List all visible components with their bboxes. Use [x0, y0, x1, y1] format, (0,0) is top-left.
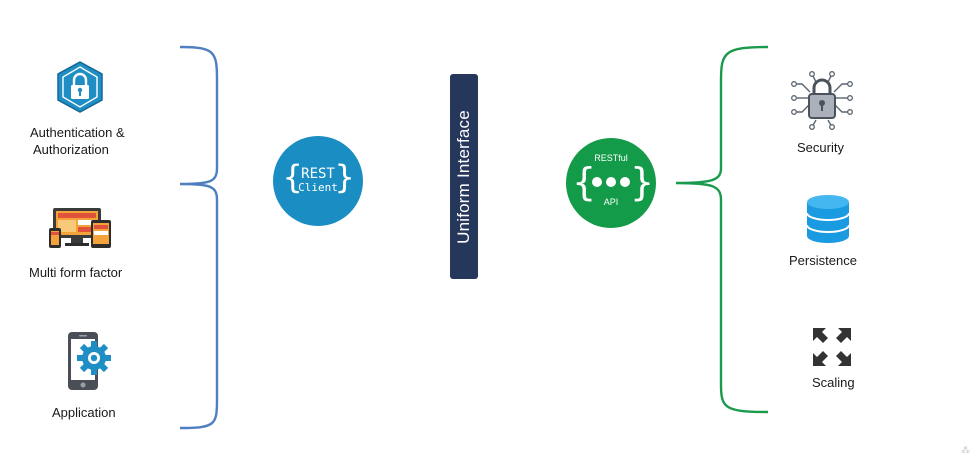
application-label: Application	[52, 405, 116, 420]
devices-icon	[47, 206, 113, 250]
uniform-interface-bar: Uniform Interface	[450, 74, 478, 279]
left-brace	[179, 45, 219, 430]
rest-client-line2: Client	[298, 181, 338, 194]
rest-client-node: { } REST Client	[273, 136, 363, 226]
database-icon	[805, 194, 851, 244]
multi-form-label: Multi form factor	[29, 265, 123, 280]
mobile-gear-icon	[62, 330, 114, 392]
ellipsis-icon	[592, 177, 630, 187]
rest-client-line1: REST	[301, 166, 335, 182]
right-curly-brace-icon: }	[630, 160, 654, 204]
auth-label-line1: Authentication &	[30, 125, 125, 140]
lock-shield-icon	[55, 60, 105, 114]
security-label: Security	[797, 140, 844, 155]
restful-api-node: { } RESTful API	[566, 138, 656, 228]
expand-arrows-icon	[812, 327, 852, 367]
auth-label: Authentication & Authorization	[30, 124, 125, 158]
security-lock-circuit-icon	[790, 70, 854, 130]
restful-top-label: RESTful	[594, 153, 628, 163]
right-brace	[675, 45, 769, 414]
auth-label-line2: Authorization	[33, 142, 109, 157]
right-curly-brace-icon: }	[335, 158, 354, 196]
persistence-label: Persistence	[789, 253, 857, 268]
watermark-icon: ⁂	[961, 445, 970, 455]
left-curly-brace-icon: {	[283, 158, 302, 196]
uniform-interface-label: Uniform Interface	[454, 109, 473, 244]
restful-bottom-label: API	[603, 197, 619, 207]
scaling-label: Scaling	[812, 375, 855, 390]
